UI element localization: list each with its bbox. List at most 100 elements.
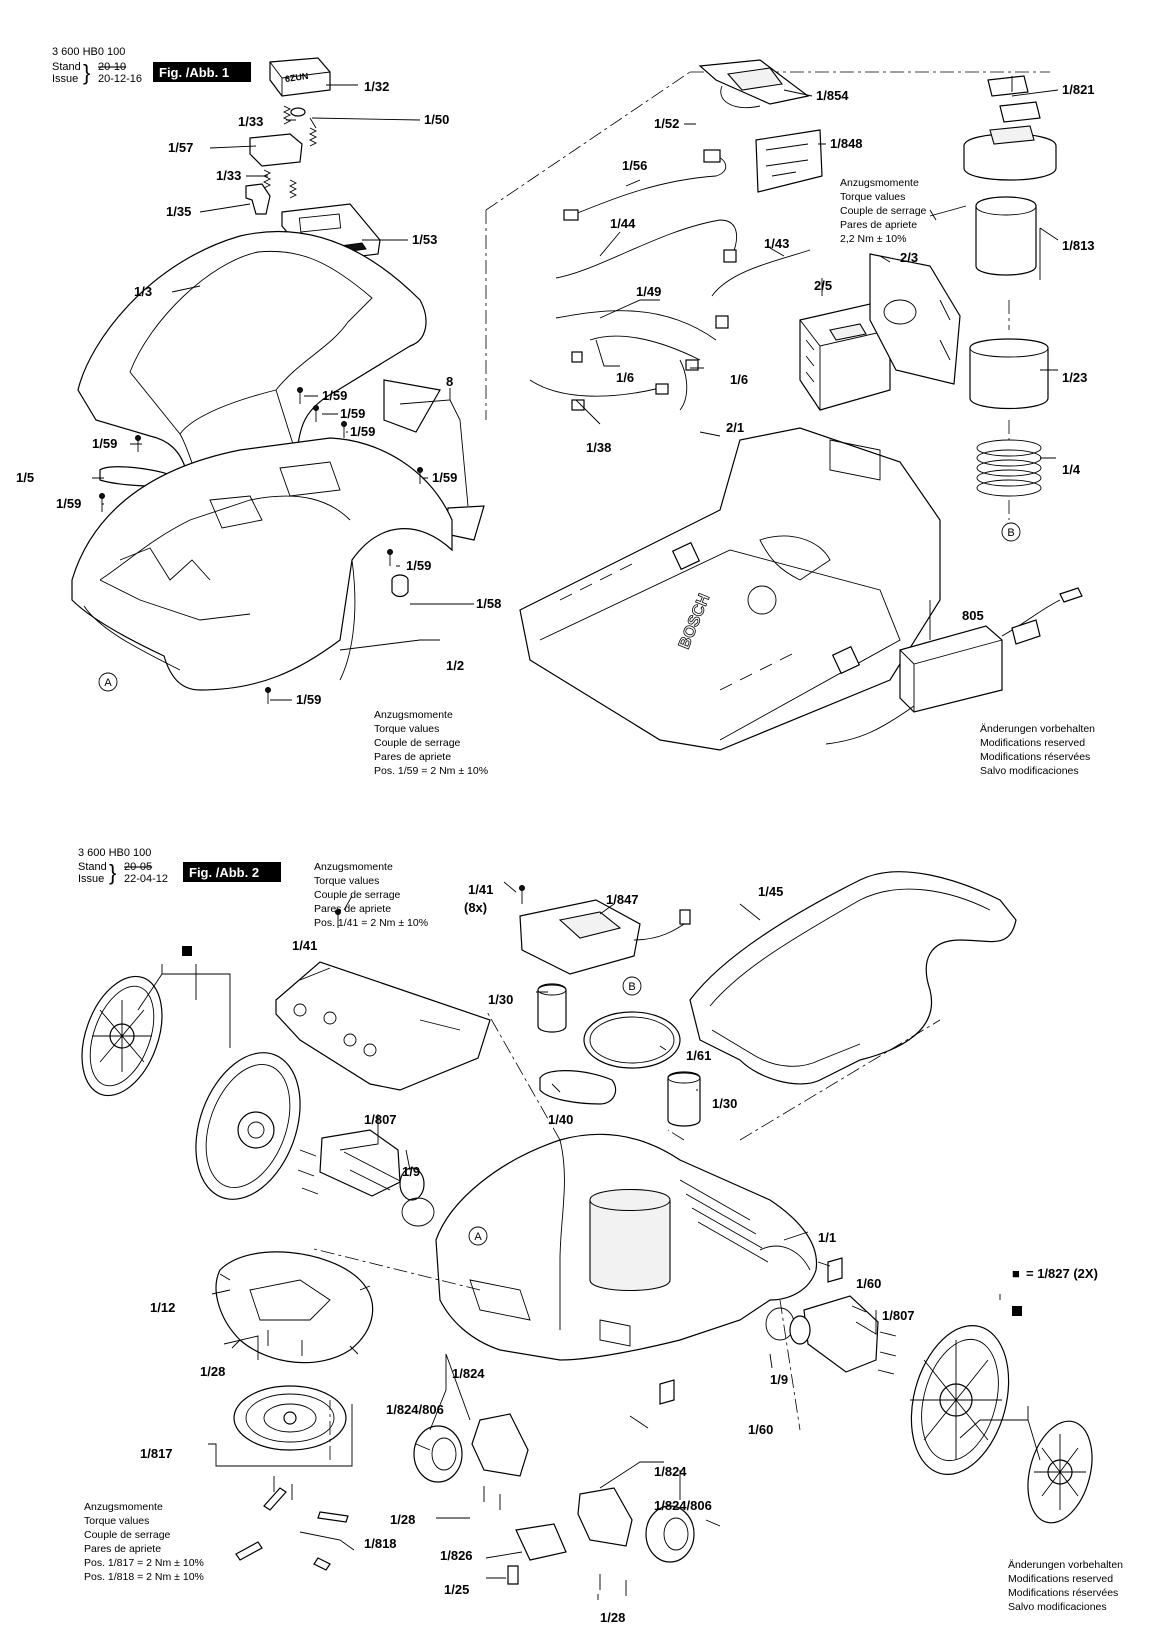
pin-1-25: [507, 1565, 519, 1585]
callout-1-824-a: 1/824: [452, 1366, 485, 1381]
part-1-854: [698, 59, 810, 108]
part-1-32: 6ZUN: [269, 57, 331, 97]
callout-fig2-1-41-a: 1/41: [468, 882, 493, 897]
callout-1-9-b: 1/9: [770, 1372, 788, 1387]
callout-1-49: 1/49: [636, 284, 661, 299]
svg-text:Pos. 1/41 = 2 Nm ± 10%: Pos. 1/41 = 2 Nm ± 10%: [314, 917, 428, 929]
fig2-title: Fig. /Abb. 2: [189, 865, 259, 880]
ref-circle-a-label: A: [104, 677, 112, 689]
fig2-issue-label: Issue: [78, 873, 104, 885]
springs-1-33: [262, 105, 318, 199]
svg-text:Torque values: Torque values: [84, 1515, 149, 1527]
fig1-title-box: [153, 62, 251, 82]
fig2-stand-value: 20-05: [124, 861, 152, 873]
svg-text:Modifications reserved: Modifications reserved: [980, 737, 1085, 749]
ref-circle-b-fig2: [622, 976, 642, 996]
callout-1-821: 1/821: [1062, 82, 1095, 97]
svg-text:Pos. 1/59 = 2 Nm ± 10%: Pos. 1/59 = 2 Nm ± 10%: [374, 765, 488, 777]
fig2-screws: [267, 885, 867, 1596]
part-1-35: [245, 183, 271, 215]
callout-8: 8: [446, 374, 453, 389]
svg-text:Pares de apriete: Pares de apriete: [840, 219, 917, 231]
blades-1-818: [235, 1487, 349, 1571]
callout-1-59-c: 1/59: [350, 424, 375, 439]
callout-805: 805: [962, 608, 984, 623]
sticker-text: 6ZUN: [284, 71, 309, 84]
chassis-2-1: BOSCH: [519, 427, 941, 751]
callout-1-38: 1/38: [586, 440, 611, 455]
callout-1-818: 1/818: [364, 1536, 397, 1551]
washer-1-50: [290, 107, 306, 117]
callout-1-59-h: 1/59: [296, 692, 321, 707]
callout-1-817: 1/817: [140, 1446, 173, 1461]
callout-1-854: 1/854: [816, 88, 849, 103]
callout-1-59-b: 1/59: [340, 406, 365, 421]
ref-circle-a-fig2: [468, 1226, 488, 1246]
svg-text:Couple de serrage: Couple de serrage: [84, 1529, 171, 1541]
callout-1-5: 1/5: [16, 470, 34, 485]
callout-1-824-806-b: 1/824/806: [654, 1498, 712, 1513]
board-1-848: [755, 129, 823, 193]
callout-1-60-b: 1/60: [748, 1422, 773, 1437]
callout-1-50: 1/50: [424, 112, 449, 127]
axle-1-807-right: [765, 1295, 897, 1375]
body-1-2: [71, 437, 453, 691]
callout-1-33-b: 1/33: [216, 168, 241, 183]
callout-1-59-g: 1/59: [406, 558, 431, 573]
controller-2-5: [799, 303, 891, 411]
callout-1-807-b: 1/807: [882, 1308, 915, 1323]
fig2-parts: [81, 871, 1093, 1600]
svg-text:Pares de apriete: Pares de apriete: [374, 751, 451, 763]
callout-1-32: 1/32: [364, 79, 389, 94]
callout-fig2-1-41-b: 1/41: [292, 938, 317, 953]
callout-1-23: 1/23: [1062, 370, 1087, 385]
fig2-leaders: [137, 881, 1041, 1600]
clips-1-60: [659, 1257, 843, 1405]
fig2-title-box: [183, 862, 281, 882]
legend-symbol: ■: [1012, 1266, 1020, 1281]
callout-1-53: 1/53: [412, 232, 437, 247]
svg-text:Modifications reserved: Modifications reserved: [1008, 1573, 1113, 1585]
callout-1-43: 1/43: [764, 236, 789, 251]
callout-1-58: 1/58: [476, 596, 501, 611]
callout-1-3: 1/3: [134, 284, 152, 299]
svg-text:Änderungen vorbehalten: Änderungen vorbehalten: [1008, 1559, 1123, 1571]
cylinders-1-30: [537, 983, 701, 1127]
fig2-issue-value: 22-04-12: [124, 873, 168, 885]
legend-square-left: [182, 946, 192, 956]
fig2-callouts: 1/41 (8x) 1/847 1/45 1/41 1/30 1/61 1/40…: [140, 882, 1022, 1625]
callout-1-2: 1/2: [446, 658, 464, 673]
fig1-stand-label: Stand: [52, 61, 81, 73]
ref-circle-a: [98, 672, 118, 692]
svg-text:Torque values: Torque values: [840, 191, 905, 203]
callout-1-6-a: 1/6: [616, 370, 634, 385]
callout-1-28-a: 1/28: [200, 1364, 225, 1379]
fig2-modifications-note: Änderungen vorbehalten Modifications res…: [1008, 1559, 1123, 1613]
callout-1-848: 1/848: [830, 136, 863, 151]
callout-1-44: 1/44: [610, 216, 636, 231]
callout-1-59-a: 1/59: [322, 388, 347, 403]
fig2-doc-number: 3 600 HB0 100: [78, 847, 151, 859]
fig1-torque-note-a: Anzugsmomente Torque values Couple de se…: [840, 177, 927, 245]
callout-1-59-d: 1/59: [92, 436, 117, 451]
callout-1-824-b: 1/824: [654, 1464, 687, 1479]
svg-text:Torque values: Torque values: [374, 723, 439, 735]
fig2-dash-lines: [309, 1009, 941, 1460]
callout-1-847: 1/847: [606, 892, 639, 907]
frame-1-45: [689, 871, 1017, 1085]
fig1-stand-value: 20-10: [98, 61, 126, 73]
disc-1-12: [215, 1251, 374, 1364]
svg-text:Modifications réservées: Modifications réservées: [1008, 1587, 1118, 1599]
fig2-header: 3 600 HB0 100 Stand Issue } 20-05 22-04-…: [78, 847, 281, 885]
svg-text:Anzugsmomente: Anzugsmomente: [314, 861, 393, 873]
callout-1-61: 1/61: [686, 1048, 711, 1063]
fig2-stand-label: Stand: [78, 861, 107, 873]
fig1-doc-number: 3 600 HB0 100: [52, 46, 125, 58]
ref-circle-b-label: B: [1007, 527, 1014, 539]
fig1-leaders: [92, 76, 1059, 701]
callout-1-59-f: 1/59: [56, 496, 81, 511]
casters-1-824: [413, 1413, 695, 1563]
svg-text:Couple de serrage: Couple de serrage: [374, 737, 461, 749]
callout-2-3: 2/3: [900, 250, 918, 265]
fig1-callouts: 1/32 1/33 1/50 1/57 1/33 1/35 1/53 1/3 8…: [16, 79, 1095, 707]
